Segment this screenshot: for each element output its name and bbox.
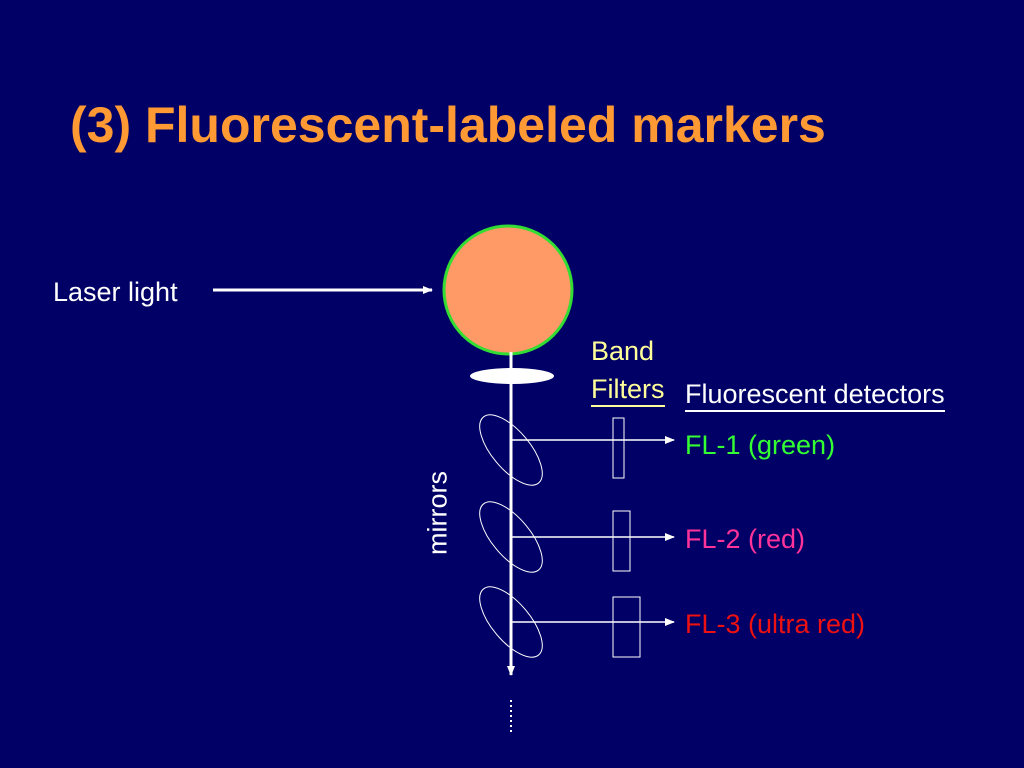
detector-label-fl1: FL-1 (green) (685, 430, 836, 460)
band-filter-1 (612, 417, 625, 479)
mirror-2 (479, 501, 543, 573)
slide-title: (3) Fluorescent-labeled markers (70, 97, 826, 153)
band-label: Band (591, 336, 655, 366)
mirrors-label: mirrors (422, 471, 453, 555)
band-filter-2 (612, 510, 631, 572)
lens-ellipse (470, 368, 554, 384)
filters-label: Filters (591, 376, 665, 407)
mirror-1 (479, 414, 543, 486)
band-filter-3 (612, 596, 641, 658)
cell-circle (442, 224, 574, 356)
detector-label-fl3: FL-3 (ultra red) (685, 609, 866, 639)
detector-label-fl2: FL-2 (red) (685, 524, 806, 554)
fluorescent-detectors-label: Fluorescent detectors (685, 381, 945, 412)
mirror-3 (479, 586, 543, 658)
laser-light-label: Laser light (53, 277, 178, 307)
